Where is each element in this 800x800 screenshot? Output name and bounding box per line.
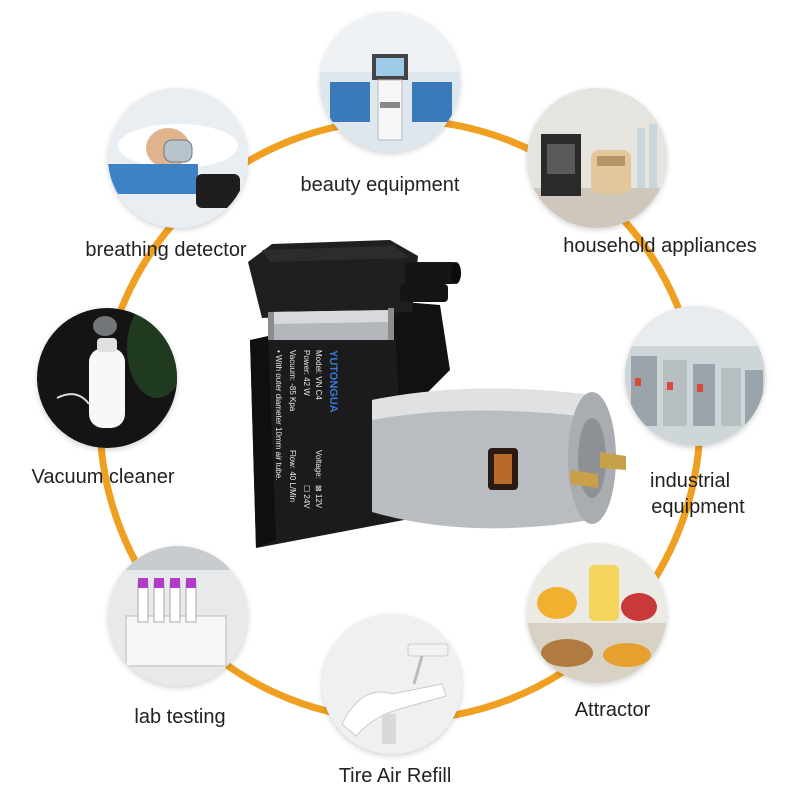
cpap-mask-photo: [108, 88, 248, 228]
attractor-label: Attractor: [574, 699, 651, 721]
humidifier-photo: [37, 308, 177, 448]
test-tubes-photo: [108, 546, 248, 686]
factory-line-photo: [625, 306, 765, 446]
beauty-salon-photo: [320, 12, 460, 152]
dental-chair-photo: [322, 614, 462, 754]
kitchen-appliances-photo: [527, 88, 667, 228]
breathing-detector-label: breathing detector: [85, 239, 247, 261]
industrial-equipment-label-line1: industrial: [650, 470, 731, 492]
beauty-equipment-label: beauty equipment: [300, 174, 460, 196]
vacuum-cleaner-label: Vacuum cleaner: [31, 466, 175, 488]
lab-testing-label: lab testing: [134, 706, 226, 728]
vacuum-food-bags-photo: [527, 543, 667, 683]
industrial-equipment-label-line2: equipment: [651, 496, 745, 518]
tire-air-refill-label: Tire Air Refill: [338, 765, 452, 787]
household-appliances-label: household appliances: [563, 235, 757, 257]
